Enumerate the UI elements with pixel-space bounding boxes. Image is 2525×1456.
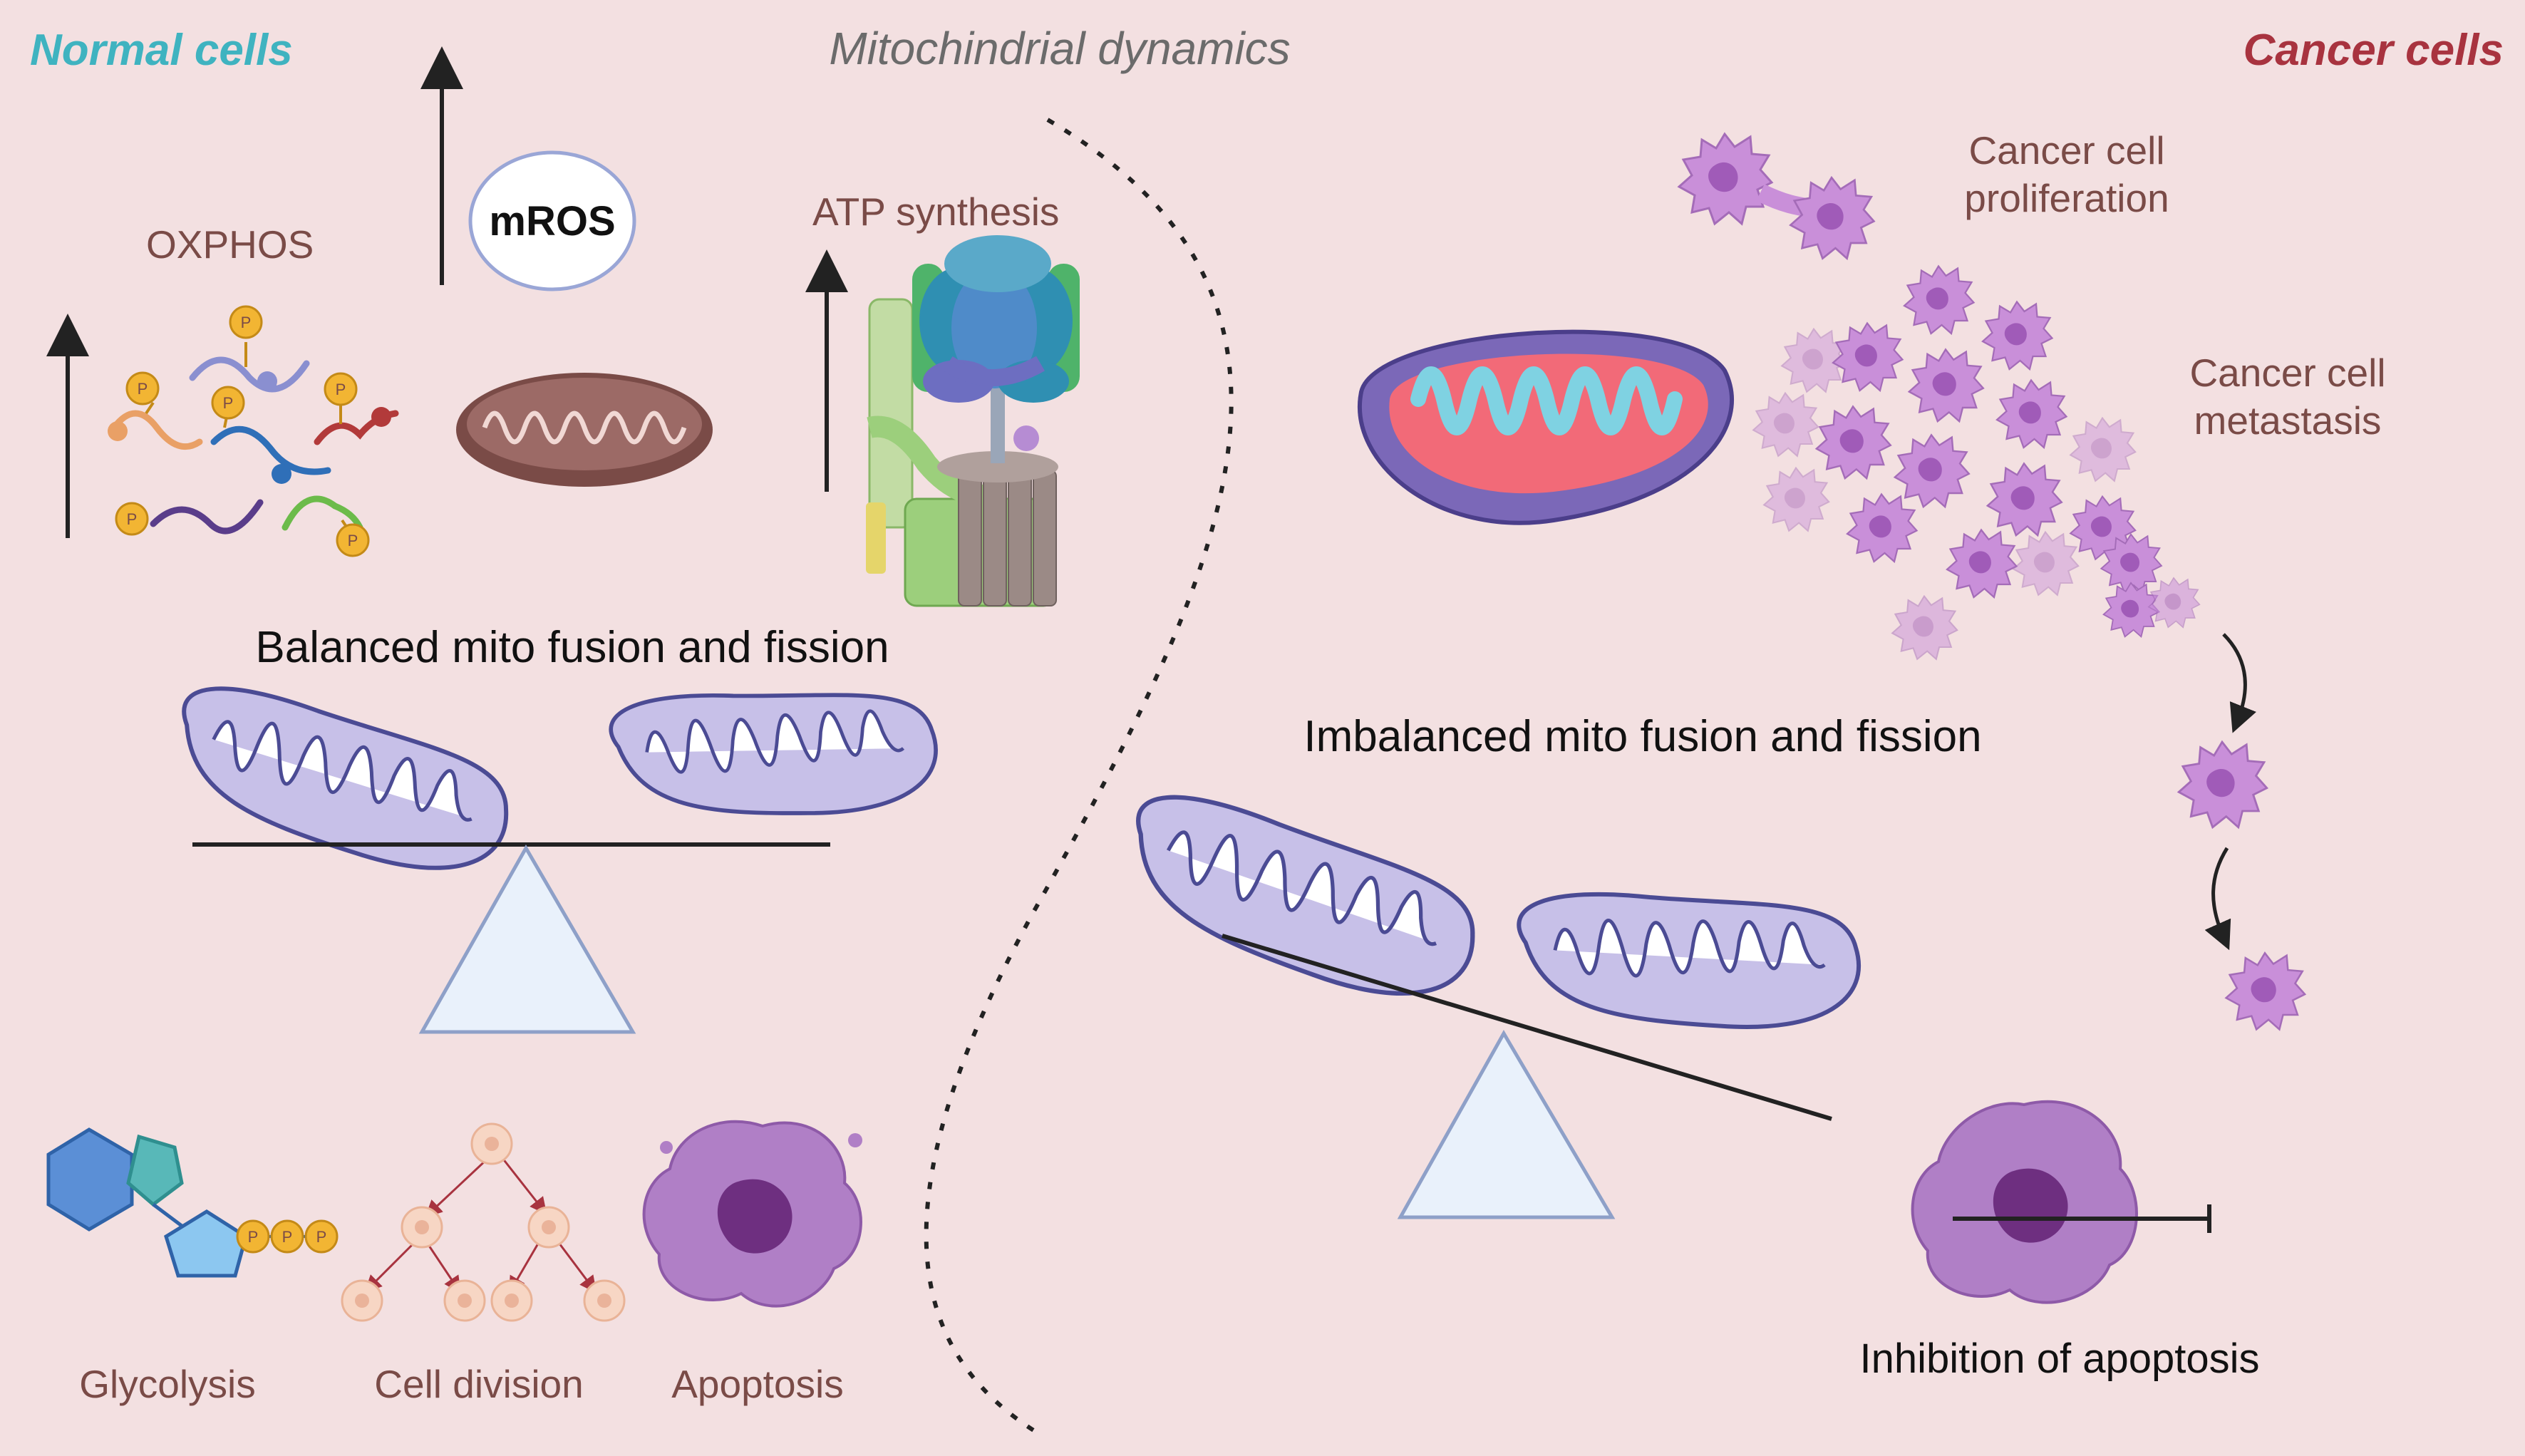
imbalanced-fulcrum bbox=[1397, 1029, 1616, 1219]
cancer-cells-title: Cancer cells bbox=[2243, 26, 2504, 75]
glycolysis-molecule-icon bbox=[46, 1127, 339, 1278]
inhibited-apoptotic-cell-icon bbox=[1911, 1100, 2211, 1304]
phospho-proteins-icon bbox=[108, 305, 399, 557]
apoptosis-label: Apoptosis bbox=[671, 1362, 844, 1406]
mitochondrial-dynamics-title: Mitochindrial dynamics bbox=[829, 23, 1291, 74]
cell-division-label: Cell division bbox=[374, 1362, 584, 1406]
inhibition-of-apoptosis-label: Inhibition of apoptosis bbox=[1859, 1336, 2260, 1382]
imbalanced-label: Imbalanced mito fusion and fission bbox=[1303, 712, 1982, 761]
oxphos-label: OXPHOS bbox=[146, 222, 314, 267]
apoptotic-cell-icon bbox=[642, 1120, 862, 1308]
cancer-mitochondrion-icon bbox=[1358, 329, 1734, 525]
atp-synthase-icon bbox=[866, 235, 1080, 607]
mito-right-balanced-icon bbox=[607, 654, 944, 850]
metastatic-cell-1-icon bbox=[2177, 740, 2268, 829]
divider-curve bbox=[924, 118, 1234, 1435]
proliferating-cells-icon bbox=[1678, 133, 1875, 259]
metastasis-arrow-2 bbox=[2204, 847, 2231, 951]
mito-left-imbalanced-icon bbox=[1116, 790, 1489, 1006]
tumor-mass-icon bbox=[1752, 265, 2201, 660]
glycolysis-label: Glycolysis bbox=[79, 1362, 256, 1406]
proliferation-label: Cancer cell proliferation bbox=[1964, 128, 2169, 221]
mros-bubble bbox=[468, 150, 636, 291]
mito-left-balanced-icon bbox=[167, 683, 519, 879]
mros-label: mROS bbox=[489, 198, 616, 244]
mito-right-imbalanced-icon bbox=[1517, 867, 1864, 1051]
metastatic-cell-2-icon bbox=[2225, 952, 2306, 1031]
atp-synthesis-label: ATP synthesis bbox=[812, 190, 1060, 234]
balanced-label: Balanced mito fusion and fission bbox=[255, 623, 889, 672]
brown-mitochondrion-icon bbox=[456, 373, 713, 487]
normal-cells-title: Normal cells bbox=[30, 26, 293, 75]
balanced-fulcrum bbox=[418, 844, 636, 1034]
imbalanced-beam bbox=[1222, 934, 1832, 1121]
metastasis-label: Cancer cell metastasis bbox=[2189, 351, 2386, 443]
metastasis-arrow-1 bbox=[2222, 633, 2256, 733]
dividing-cells-icon bbox=[341, 1122, 626, 1322]
cell-division-tree-icon bbox=[364, 1157, 597, 1294]
